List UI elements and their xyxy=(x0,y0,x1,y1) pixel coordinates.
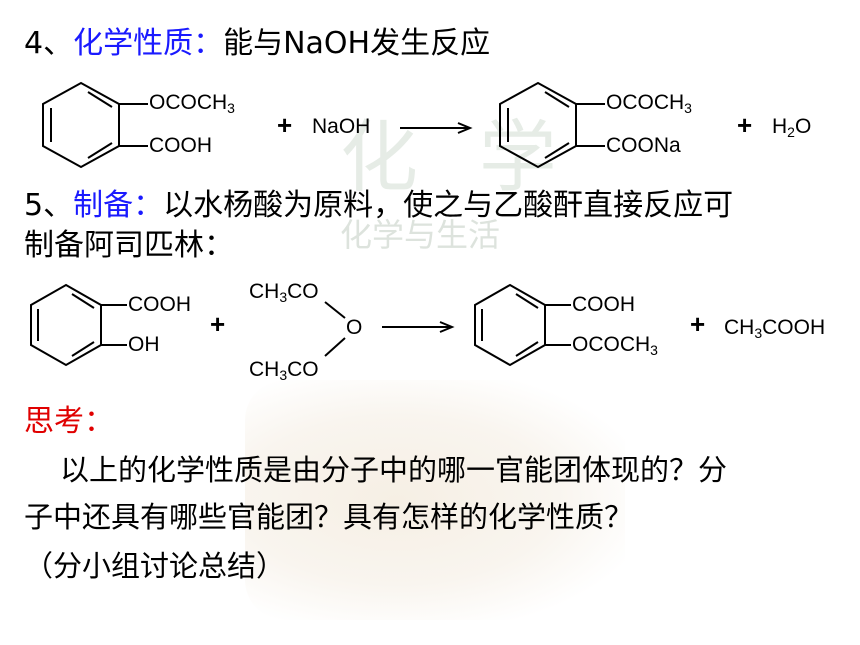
think-line2: 子中还具有哪些官能团？具有怎样的化学性质？ xyxy=(24,500,634,534)
anhydride-bonds xyxy=(324,301,346,357)
think-line1: 以上的化学性质是由分子中的哪一官能团体现的？分 xyxy=(60,453,728,487)
r1-reactant-top-group: OCOCH3 xyxy=(149,91,235,116)
watermark-image xyxy=(245,380,625,620)
r2-product-top-group: COOH xyxy=(572,293,635,316)
section5-text-line2: 制备阿司匹林： xyxy=(24,228,234,263)
section5-text-line1: 以水杨酸为原料，使之与乙酸酐直接反应可 xyxy=(163,188,734,223)
r1-plus-1: + xyxy=(277,110,293,140)
r1-water: H2O xyxy=(772,115,812,140)
arrow-r2 xyxy=(382,321,455,333)
r1-product-bottom-group: COONa xyxy=(606,134,681,157)
r2-plus-2: + xyxy=(690,309,706,339)
section4-title: 化学性质： xyxy=(73,26,224,61)
r1-product-top-group: OCOCH3 xyxy=(606,91,692,116)
section5-title: 制备： xyxy=(73,188,164,223)
r2-acetic-acid: CH3COOH xyxy=(724,316,826,341)
think-label: 思考： xyxy=(24,404,114,439)
r2-anhydride-oxygen: O xyxy=(346,316,363,339)
arrow-r1 xyxy=(400,122,473,134)
r2-anhydride-top: CH3CO xyxy=(249,280,319,305)
benzene-ring-r1-product xyxy=(499,81,605,169)
benzene-ring-r2-product xyxy=(474,283,571,367)
r2-anhydride-bottom: CH3CO xyxy=(249,358,319,383)
section4-heading: 4、化学性质：能与NaOH发生反应 xyxy=(24,26,490,62)
think-line3: （分小组讨论总结） xyxy=(24,549,286,583)
section5-heading: 5、制备：以水杨酸为原料，使之与乙酸酐直接反应可 xyxy=(24,188,733,224)
r2-reactant-bottom-group: OH xyxy=(128,333,160,356)
r2-plus-1: + xyxy=(210,309,226,339)
r1-plus-2: + xyxy=(737,110,753,140)
section4-number: 4、 xyxy=(24,26,74,61)
section4-text: 能与NaOH发生反应 xyxy=(223,26,491,61)
r2-product-bottom-group: OCOCH3 xyxy=(572,333,658,358)
r1-reactant-bottom-group: COOH xyxy=(149,134,212,157)
benzene-ring-r1-reactant xyxy=(42,81,148,169)
section5-number: 5、 xyxy=(24,188,74,223)
watermark-subtitle: 化学与生活 xyxy=(340,216,501,254)
r1-reagent: NaOH xyxy=(312,115,371,138)
benzene-ring-r2-reactant xyxy=(30,283,127,367)
r2-reactant-top-group: COOH xyxy=(128,293,191,316)
